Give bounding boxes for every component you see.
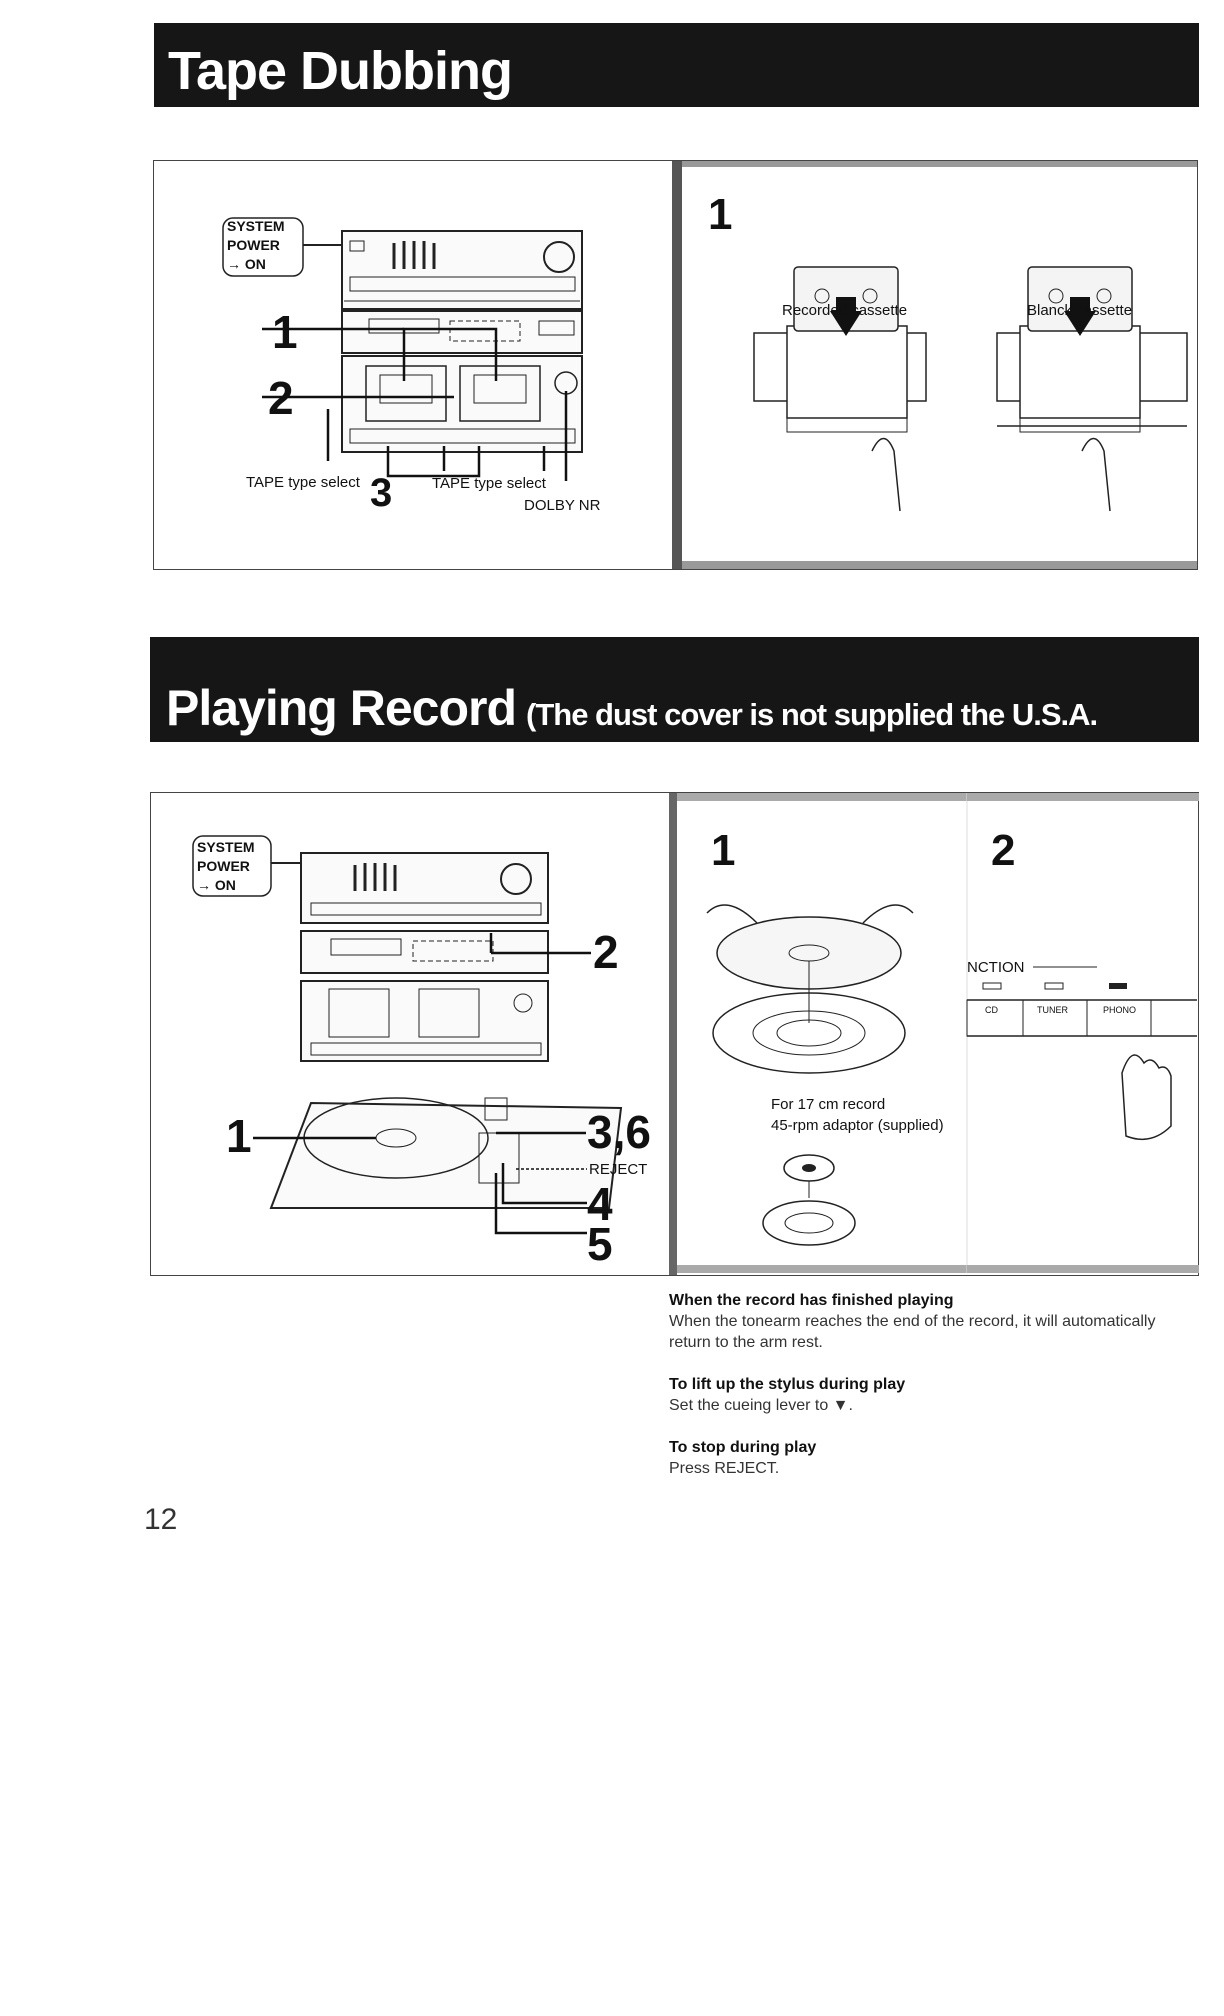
turntable-system-illustration: SYSTEM POWER → ON 2 1 3,6 REJECT 4 5 bbox=[151, 793, 671, 1277]
function-select-illustration: 2 NCTION CD TUNER PHONO bbox=[966, 793, 1199, 1277]
note-body-stop: Press REJECT. bbox=[669, 1460, 780, 1477]
note-heading-stop: To stop during play bbox=[669, 1439, 817, 1456]
step-4-label: 4 bbox=[587, 1178, 613, 1230]
stereo-diagram-icon bbox=[222, 217, 583, 481]
cassette-insert-illustration: 1 Recorded cassette Blanck cassette bbox=[682, 161, 1197, 571]
step-3-label: 3 bbox=[370, 471, 393, 515]
cassette-insert-icon bbox=[682, 161, 1197, 569]
system-text: SYSTEM bbox=[197, 839, 255, 855]
step-2-label: 2 bbox=[593, 926, 619, 978]
section-header-tape-dubbing: Tape Dubbing bbox=[154, 23, 1199, 107]
section-title: Tape Dubbing bbox=[168, 41, 513, 101]
system-text: SYSTEM bbox=[227, 218, 285, 234]
step-2-label: 2 bbox=[268, 372, 294, 424]
section-header-playing-record: Playing Record (The dust cover is not sup… bbox=[150, 637, 1199, 742]
record-caption-1: For 17 cm record bbox=[771, 1096, 886, 1113]
blank-cassette-label: Blanck cassette bbox=[1027, 302, 1133, 319]
function-button-icon bbox=[966, 793, 1199, 1273]
record-caption-2: 45-rpm adaptor (supplied) bbox=[771, 1117, 944, 1134]
step-1-label: 1 bbox=[226, 1110, 252, 1162]
tape-dubbing-figure: SYSTEM POWER → ON 1 2 3 TAPE type select… bbox=[153, 160, 1198, 570]
cd-button-label: CD bbox=[985, 1005, 998, 1015]
step-3-6-label: 3,6 bbox=[587, 1106, 651, 1158]
stereo-system-illustration: SYSTEM POWER → ON 1 2 3 TAPE type select… bbox=[154, 161, 674, 571]
recorded-cassette-label: Recorded cassette bbox=[782, 302, 908, 319]
function-label: NCTION bbox=[967, 959, 1025, 976]
section-subtitle: (The dust cover is not supplied the U.S.… bbox=[526, 697, 1098, 732]
title-text: Playing Record bbox=[166, 680, 517, 736]
step-5-label: 5 bbox=[587, 1218, 613, 1270]
record-icon bbox=[677, 793, 968, 1273]
power-text: POWER bbox=[197, 858, 250, 874]
step-1-label: 1 bbox=[272, 306, 298, 358]
record-placement-illustration: 1 For 17 cm record 45-rpm adaptor (suppl… bbox=[677, 793, 968, 1277]
section-title: Playing Record (The dust cover is not sup… bbox=[166, 679, 1098, 737]
system-power-label: SYSTEM POWER → ON bbox=[197, 838, 255, 895]
panel-divider bbox=[669, 793, 677, 1275]
note-heading-lift-stylus: To lift up the stylus during play bbox=[669, 1376, 906, 1393]
playback-notes: When the record has finished playing Whe… bbox=[669, 1290, 1189, 1500]
note-body-finished: When the tonearm reaches the end of the … bbox=[669, 1313, 1156, 1351]
step-2-label: 2 bbox=[991, 826, 1016, 875]
tape-type-select-right: TAPE type select bbox=[432, 475, 546, 492]
phono-button-label: PHONO bbox=[1103, 1005, 1137, 1015]
turntable-diagram-icon bbox=[192, 835, 623, 1235]
step-1-label: 1 bbox=[711, 826, 736, 875]
system-power-label: SYSTEM POWER → ON bbox=[227, 217, 285, 274]
dolby-nr-label: DOLBY NR bbox=[524, 497, 601, 514]
playing-record-figure: SYSTEM POWER → ON 2 1 3,6 REJECT 4 5 bbox=[150, 792, 1199, 1276]
on-text: → ON bbox=[227, 256, 266, 272]
step-1-label: 1 bbox=[708, 190, 733, 239]
power-text: POWER bbox=[227, 237, 280, 253]
tape-type-select-left: TAPE type select bbox=[246, 474, 360, 491]
reject-label: REJECT bbox=[589, 1161, 648, 1178]
note-heading-finished: When the record has finished playing bbox=[669, 1292, 954, 1309]
note-body-lift-stylus: Set the cueing lever to ▼. bbox=[669, 1397, 853, 1414]
page-number: 12 bbox=[144, 1503, 178, 1536]
tuner-button-label: TUNER bbox=[1037, 1005, 1068, 1015]
panel-divider bbox=[672, 161, 682, 569]
on-text: → ON bbox=[197, 877, 236, 893]
